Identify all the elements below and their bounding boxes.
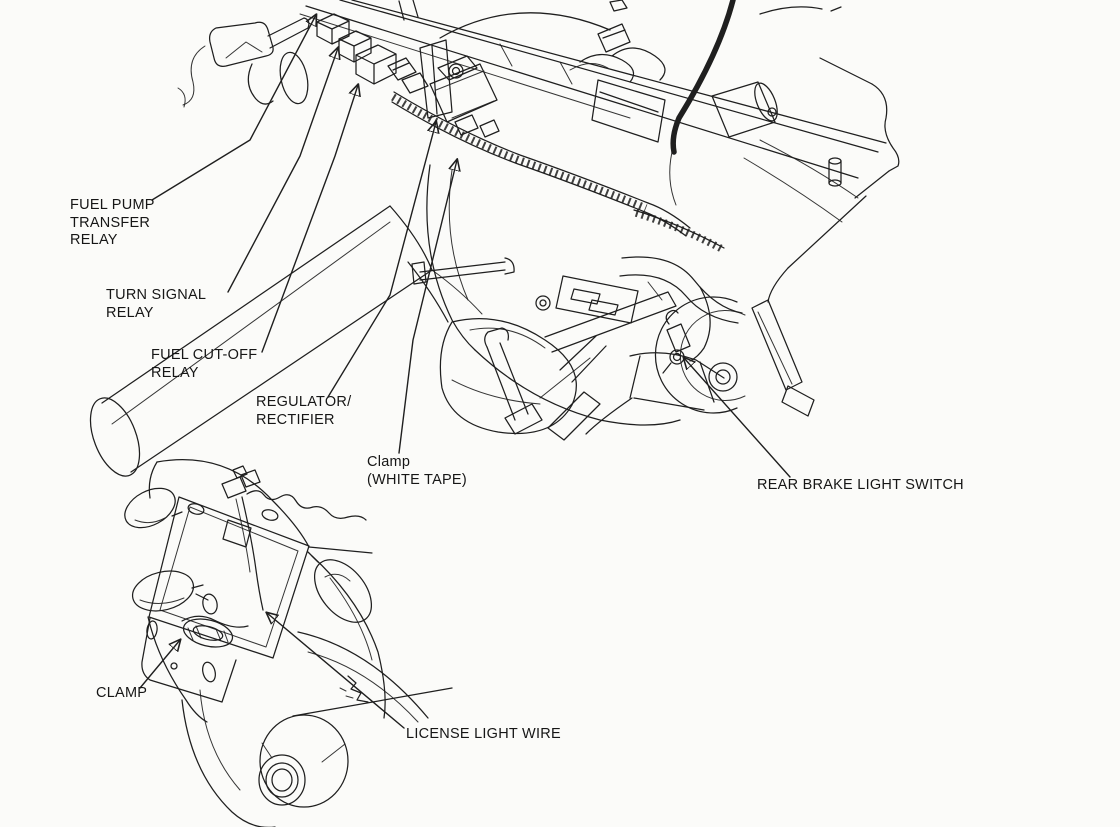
clamp-part (181, 615, 249, 648)
exhaust-collector (407, 261, 577, 435)
callout-license-light-wire: LICENSE LIGHT WIRE (406, 726, 561, 742)
regulator-rectifier-box (429, 55, 500, 138)
wheel-hub (181, 689, 349, 827)
leader-turn-signal-relay (227, 48, 338, 293)
license-plate-bracket (141, 496, 310, 703)
callout-fuel-pump-transfer-relay: FUEL PUMP TRANSFER RELAY (70, 197, 155, 248)
frame-rails (299, 0, 887, 179)
leader-clamp-white-tape (398, 160, 457, 454)
footpeg-hanger-plate (555, 275, 639, 324)
callout-regulator-rectifier: REGULATOR/ RECTIFIER (256, 394, 352, 428)
leader-regulator-rectifier (327, 122, 436, 398)
rear-fender (147, 459, 453, 723)
leader-fuel-pump-transfer-relay (151, 15, 316, 201)
callout-rear-brake-light-switch: REAR BRAKE LIGHT SWITCH (757, 477, 964, 493)
callout-turn-signal-relay: TURN SIGNAL RELAY (106, 287, 207, 321)
leader-fuel-cut-off-relay (261, 85, 358, 353)
brake-hoses (619, 209, 743, 362)
fuel-pump-assembly (569, 23, 778, 206)
stand-legs (539, 335, 607, 441)
heel-guard-ring (654, 296, 746, 414)
passenger-peg (751, 299, 815, 417)
callout-clamp-white-tape: Clamp (WHITE TAPE) (367, 454, 467, 488)
leader-clamp (139, 640, 180, 689)
turn-signal-left-lower (131, 570, 209, 612)
callout-fuel-cut-off-relay: FUEL CUT-OFF RELAY (151, 347, 258, 381)
thick-cable (670, 0, 842, 155)
muffler (89, 205, 433, 477)
turn-signal-right (307, 551, 373, 623)
footpeg-bracket (585, 352, 738, 435)
license-wiring (221, 465, 367, 611)
relay-boxes (316, 13, 453, 119)
rear-wheel-arcs (426, 12, 681, 426)
turn-signal-left-upper (124, 487, 183, 529)
turn-signal-lamp (177, 17, 310, 108)
swingarm (544, 281, 677, 353)
leader-rear-brake-light-switch (684, 358, 791, 478)
callout-leaders (139, 15, 791, 729)
brake-linkage-rod (411, 257, 551, 311)
tail-cowl (743, 57, 900, 303)
leader-license-light-wire (267, 613, 405, 729)
callout-clamp: CLAMP (96, 685, 148, 701)
brake-pedal-assembly (484, 327, 543, 435)
